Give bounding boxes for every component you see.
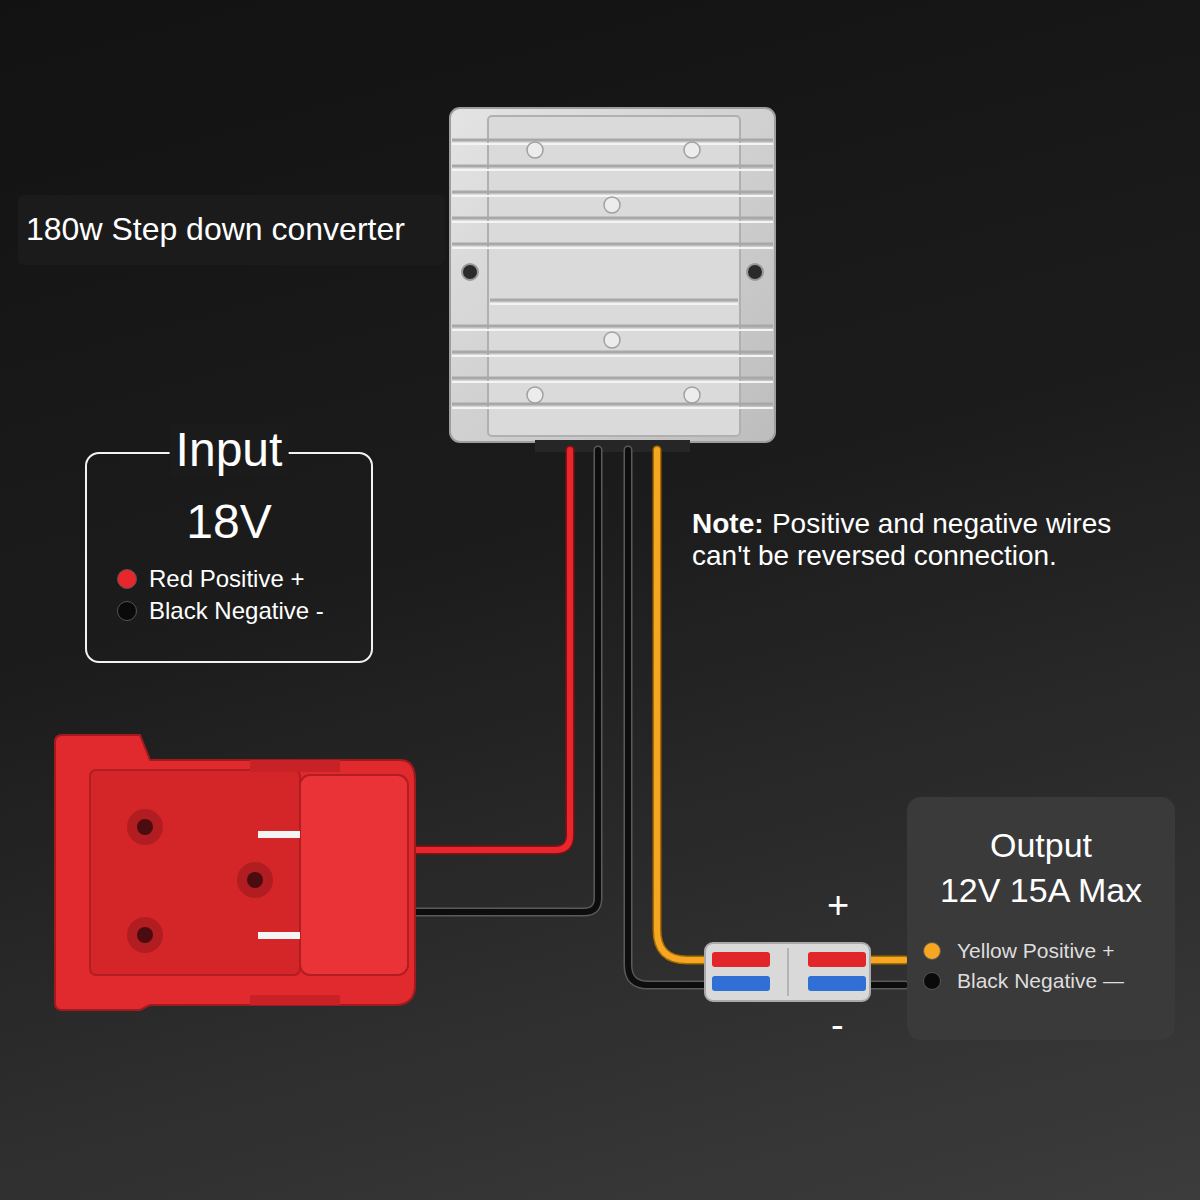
note: Note:Positive and negative wires can't b… (692, 508, 1172, 572)
input-voltage: 18V (186, 496, 271, 549)
output-rating: 12V 15A Max (940, 872, 1142, 909)
converter-label: 180w Step down converter (18, 195, 445, 265)
legend-text: Black Negative — (957, 969, 1124, 993)
converter-title: 180w Step down converter (26, 212, 405, 247)
legend-row: Black Negative — (923, 966, 1159, 996)
note-heading: Note: (692, 508, 764, 539)
legend-row: Yellow Positive + (923, 936, 1159, 966)
polarity-minus: - (831, 1006, 844, 1044)
input-title: Input (170, 424, 289, 477)
output-title: Output (990, 827, 1092, 864)
battery-adapter (55, 735, 415, 1010)
legend: Red Positive + Black Negative - (107, 563, 351, 627)
polarity-plus: + (827, 886, 849, 924)
legend-swatch (117, 569, 137, 589)
input-box: Input18VRed Positive +Black Negative - (85, 452, 373, 663)
output-box: Output 12V 15A MaxYellow Positive + Black … (907, 797, 1175, 1040)
legend-row: Black Negative - (117, 595, 351, 627)
legend-text: Yellow Positive + (957, 939, 1114, 963)
legend: Yellow Positive + Black Negative — (923, 936, 1159, 996)
legend-swatch (117, 601, 137, 621)
legend-swatch (923, 972, 941, 990)
legend-text: Black Negative - (149, 597, 324, 625)
legend-row: Red Positive + (117, 563, 351, 595)
legend-swatch (923, 942, 941, 960)
lever-connector (705, 943, 870, 1001)
converter-drawing (450, 108, 775, 452)
legend-text: Red Positive + (149, 565, 304, 593)
